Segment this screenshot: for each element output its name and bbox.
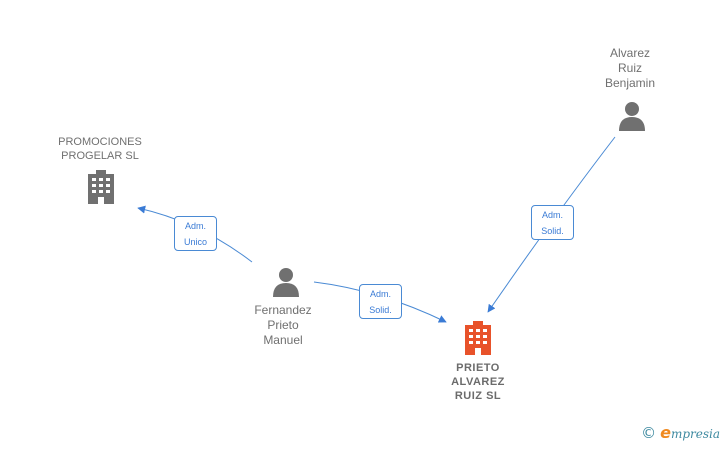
- person-label-alvarez[interactable]: Alvarez Ruiz Benjamin: [604, 46, 656, 90]
- brand-name: mpresia: [670, 427, 720, 441]
- edge-label-adm-unico: Adm. Unico: [174, 216, 217, 251]
- company-label-prieto-alvarez[interactable]: PRIETO ALVAREZ RUIZ SL: [451, 362, 505, 402]
- building-icon[interactable]: [465, 321, 491, 355]
- person-icon[interactable]: [273, 268, 299, 297]
- edge-label-adm-solid-fernandez: Adm. Solid.: [359, 284, 402, 319]
- copyright-icon: ©: [641, 424, 657, 442]
- edge-label-adm-solid-alvarez: Adm. Solid.: [531, 205, 574, 240]
- building-icon[interactable]: [88, 170, 114, 204]
- brand-initial: e: [660, 423, 671, 442]
- company-label-promociones[interactable]: PROMOCIONES PROGELAR SL: [58, 136, 142, 162]
- empresia-logo: ©empresia: [641, 423, 720, 442]
- person-label-fernandez[interactable]: Fernandez Prieto Manuel: [254, 303, 312, 347]
- person-icon[interactable]: [619, 102, 645, 131]
